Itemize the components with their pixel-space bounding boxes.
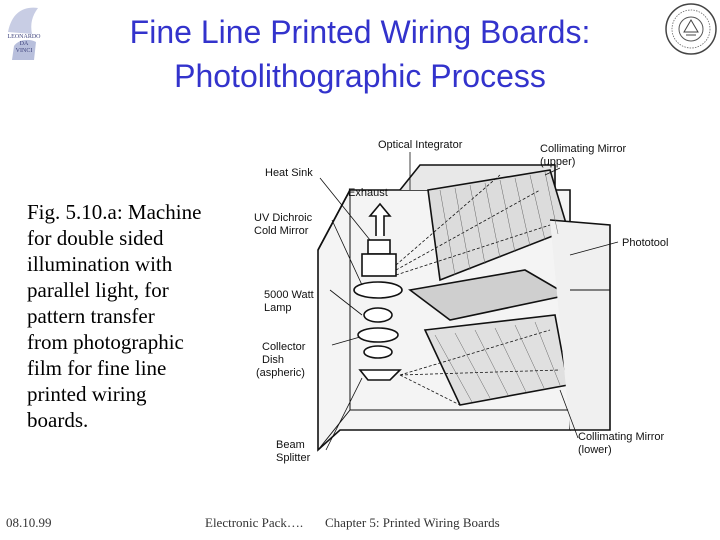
logo-text-3: VINCI — [16, 48, 33, 54]
label-splitter: Splitter — [276, 452, 311, 464]
label-collimating-upper: Collimating Mirror — [540, 143, 627, 155]
title-line-2: Photolithographic Process — [174, 58, 546, 94]
caption-line: from photographic — [27, 330, 184, 354]
logo-figure — [8, 7, 38, 34]
title-line-1: Fine Line Printed Wiring Boards: — [129, 14, 591, 50]
caption-line: printed wiring — [27, 382, 147, 406]
collector-dish — [357, 327, 399, 343]
exhaust-arrow — [368, 202, 392, 236]
dichroic-mirror — [353, 281, 403, 299]
slide-title: Fine Line Printed Wiring Boards: Photoli… — [60, 10, 660, 98]
leonardo-logo: LEONARDO DA VINCI — [2, 2, 46, 64]
label-lamp-sub: Lamp — [264, 302, 292, 314]
label-beam: Beam — [276, 439, 305, 451]
beam-splitter — [358, 369, 402, 381]
caption-line: illumination with — [27, 252, 173, 276]
label-collimating-lower: Collimating Mirror — [578, 431, 665, 443]
lamp — [363, 307, 393, 323]
heat-sink — [367, 239, 391, 255]
footer-date: 08.10.99 — [6, 515, 52, 530]
figure-caption: Fig. 5.10.a: Machine for double sided il… — [27, 199, 242, 433]
caption-line: film for fine line — [27, 356, 167, 380]
logo-text-2: DA — [20, 41, 29, 47]
label-collimating-upper-sub: (upper) — [540, 156, 575, 168]
caption-line: parallel light, for — [27, 278, 169, 302]
label-dish: Dish — [262, 354, 284, 366]
footer-course: Electronic Pack…. — [205, 515, 304, 530]
caption-line: pattern transfer — [27, 304, 155, 328]
caption-line: boards. — [27, 408, 89, 432]
exposure-machine-diagram: Optical Integrator Collimating Mirror (u… — [254, 139, 668, 464]
lamp-housing — [361, 253, 397, 277]
label-exhaust: Exhaust — [348, 187, 388, 199]
label-uv-dichroic: UV Dichroic — [254, 212, 313, 224]
label-optical-integrator: Optical Integrator — [378, 139, 463, 151]
logo-text-1: LEONARDO — [8, 34, 42, 40]
university-seal — [665, 3, 717, 55]
label-phototool: Phototool — [622, 237, 668, 249]
label-collimating-lower-sub: (lower) — [578, 444, 612, 456]
caption-line: for double sided — [27, 226, 164, 250]
caption-line: Fig. 5.10.a: Machine — [27, 200, 202, 224]
label-cold-mirror: Cold Mirror — [254, 225, 309, 237]
label-lamp: 5000 Watt — [264, 289, 314, 301]
label-aspheric: (aspheric) — [256, 367, 305, 379]
label-heat-sink: Heat Sink — [265, 167, 313, 179]
label-collector: Collector — [262, 341, 306, 353]
footer-chapter: Chapter 5: Printed Wiring Boards — [325, 515, 500, 530]
